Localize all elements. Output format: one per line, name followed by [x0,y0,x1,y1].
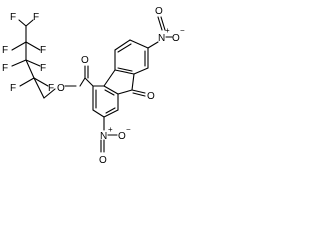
nitro-bottom-bonds [100,116,118,153]
atom-O: O [57,83,65,94]
structure-svg: F F F F F F F F O O [2,6,185,166]
atom-F: F [40,63,46,74]
atom-F: F [2,45,8,56]
charge-minus: − [180,26,185,35]
atom-N: N [100,131,107,142]
atom-F: F [10,83,16,94]
molecule-diagram: F F F F F F F F O O [0,0,189,167]
fluoro-chain-bonds [11,19,56,99]
fluorenone-bonds [92,39,149,118]
atom-F: F [33,12,39,23]
charge-plus: + [108,125,113,134]
nitro-top-bonds [147,16,173,49]
atom-F: F [10,12,16,23]
atom-O: O [81,55,89,66]
atom-O: O [147,91,155,102]
charge-minus: − [126,125,131,134]
atom-O: O [99,155,107,166]
charge-plus: + [165,26,170,35]
atom-F: F [48,83,54,94]
atom-N: N [158,33,165,44]
atom-F: F [40,45,46,56]
atom-O: O [155,6,163,17]
atom-O: O [118,131,126,142]
atom-O: O [172,33,180,44]
ester-bonds [64,65,94,87]
atom-F: F [2,63,8,74]
